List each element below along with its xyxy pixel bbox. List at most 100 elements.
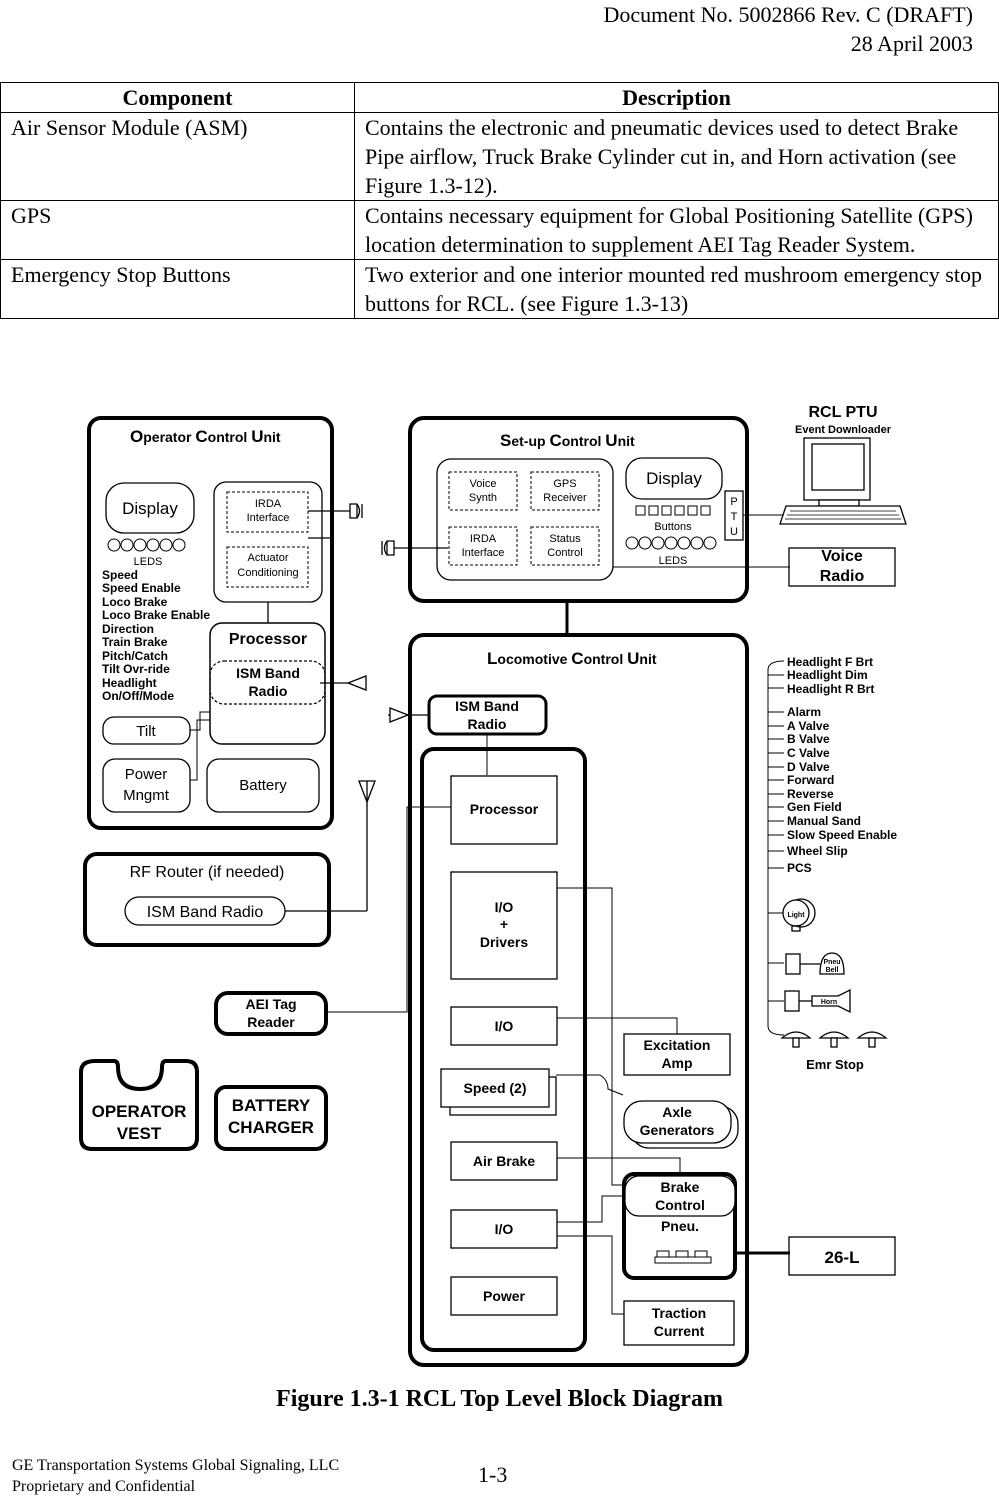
scu-led-row [625, 536, 717, 550]
page-footer: GE Transportation Systems Global Signali… [12, 1455, 339, 1497]
column-header-component: Component [0, 82, 355, 113]
rcl-ptu-subtitle: Event Downloader [795, 424, 892, 436]
lcu-air-brake [450, 1141, 558, 1181]
brake-line2: Control [655, 1197, 705, 1213]
ocu-leds-label: LEDS [134, 556, 163, 568]
brake-line1: Brake [661, 1179, 700, 1195]
component-cell: Emergency Stop Buttons [0, 259, 355, 319]
ocu-actuator-conditioning [226, 546, 309, 588]
pipe-26l-label: 26-L [825, 1248, 860, 1267]
axle-line2: Generators [640, 1122, 715, 1138]
scu-buttons-label: Buttons [654, 521, 692, 533]
scu-display [625, 457, 723, 500]
ocu-battery-label: Battery [239, 777, 287, 794]
axle-line1: Axle [662, 1104, 692, 1120]
description-cell: Contains the electronic and pneumatic de… [354, 112, 999, 201]
output-signal: Headlight R Brt [787, 682, 874, 696]
lcu-power [450, 1276, 558, 1316]
scu-voice-line2: Synth [469, 492, 497, 504]
ocu-input: Speed Enable [102, 581, 181, 595]
lcu-io-2 [450, 1209, 558, 1249]
component-cell: Air Sensor Module (ASM) [0, 112, 355, 201]
scu-gps-line1: GPS [553, 478, 576, 490]
charger-line1: BATTERY [232, 1096, 311, 1115]
ocu-input: Speed [102, 568, 138, 582]
lcu-air-brake-label: Air Brake [473, 1153, 535, 1169]
setup-control-unit: Set-up Control Unit Voice Synth GPS Rece… [408, 416, 790, 603]
rf-router-ism: ISM Band Radio [147, 904, 264, 921]
computer-icon [779, 437, 907, 525]
light-icon: Light [782, 898, 816, 932]
table-row: GPS Contains necessary equipment for Glo… [0, 200, 999, 260]
lcu-traction-current [623, 1300, 735, 1346]
ocu-led-row [107, 538, 186, 552]
lcu-processor-label: Processor [470, 801, 539, 817]
excitation-line1: Excitation [644, 1037, 711, 1053]
vest-line1: OPERATOR [92, 1102, 187, 1121]
rcl-ptu: RCL PTU Event Downloader [779, 404, 907, 525]
ocu-input: Loco Brake Enable [102, 608, 210, 622]
ocu-battery [206, 758, 320, 813]
scu-status-line1: Status [549, 533, 581, 545]
ocu-input: Pitch/Catch [102, 649, 168, 663]
ocu-processor-label: Processor [229, 631, 307, 648]
lcu-io-2-label: I/O [495, 1221, 514, 1237]
ocu-display [105, 482, 195, 534]
footer-company: GE Transportation Systems Global Signali… [12, 1457, 340, 1474]
valve-icon [654, 1250, 712, 1264]
ocu-actuator-line2: Conditioning [237, 567, 298, 579]
operator-vest [79, 1059, 199, 1151]
component-table: Component Description Air Sensor Module … [0, 82, 999, 319]
output-signal: Headlight Dim [787, 668, 868, 682]
scu-status-control [530, 526, 600, 566]
antenna-icon [285, 780, 376, 912]
ocu-power-mngmt [102, 758, 191, 813]
rcl-block-diagram: Operator Control Unit Display LEDS IRDA … [79, 404, 907, 1367]
ocu-input: Loco Brake [102, 595, 168, 609]
scu-irda-line1: IRDA [470, 533, 497, 545]
lcu-io-drivers-line2: + [500, 916, 508, 932]
traction-line2: Current [654, 1323, 705, 1339]
description-cell: Contains necessary equipment for Global … [354, 200, 999, 260]
lcu-io-drivers-line1: I/O [495, 899, 514, 915]
lcu-speed-label: Speed (2) [463, 1080, 526, 1096]
ocu-irda-interface [226, 491, 309, 533]
component-cell: GPS [0, 200, 355, 260]
output-signal: Alarm [787, 705, 821, 719]
ocu-input: Headlight [102, 676, 157, 690]
aei-link-wire [326, 806, 451, 1013]
aei-line2: Reader [247, 1014, 295, 1030]
ir-link-icons [308, 503, 448, 691]
voice-radio-line2: Radio [820, 568, 865, 585]
ocu-display-label: Display [122, 499, 178, 518]
pneu-bell-icon: Pneu Bell [785, 952, 845, 975]
document-number: Document No. 5002866 Rev. C (DRAFT) [603, 2, 974, 27]
ocu-power-line2: Mngmt [123, 787, 170, 804]
traction-line1: Traction [652, 1305, 706, 1321]
lcu-io-drivers-line3: Drivers [480, 934, 528, 950]
ptu-letter: P [730, 496, 737, 508]
ptu-letter: T [731, 511, 738, 523]
ocu-actuator-line1: Actuator [248, 552, 289, 564]
aei-line1: AEI Tag [245, 996, 296, 1012]
pneu-label: Pneu. [661, 1218, 699, 1234]
output-signal: PCS [787, 861, 812, 875]
ocu-tilt-label: Tilt [136, 723, 156, 740]
document-date: 28 April 2003 [850, 31, 973, 56]
output-signal: Headlight F Brt [787, 655, 873, 669]
charger-line2: CHARGER [228, 1118, 314, 1137]
table-row: Air Sensor Module (ASM) Contains the ele… [0, 112, 999, 201]
lcu-output-list: Headlight F Brt Headlight Dim Headlight … [787, 655, 897, 875]
voice-radio-line1: Voice [821, 548, 863, 565]
bell-label-line2: Bell [826, 967, 839, 974]
page-number: 1-3 [478, 1462, 508, 1487]
scu-irda-interface [448, 526, 518, 566]
ocu-ism-line2: Radio [249, 683, 288, 699]
ocu-input: Tilt Ovr-ride [102, 662, 170, 676]
lcu-power-label: Power [483, 1288, 526, 1304]
output-bus [767, 660, 785, 1036]
scu-gps-receiver [530, 471, 600, 511]
output-signal: Slow Speed Enable [787, 828, 897, 842]
lcu-wiring [556, 887, 681, 1315]
output-signal: Forward [787, 773, 834, 787]
